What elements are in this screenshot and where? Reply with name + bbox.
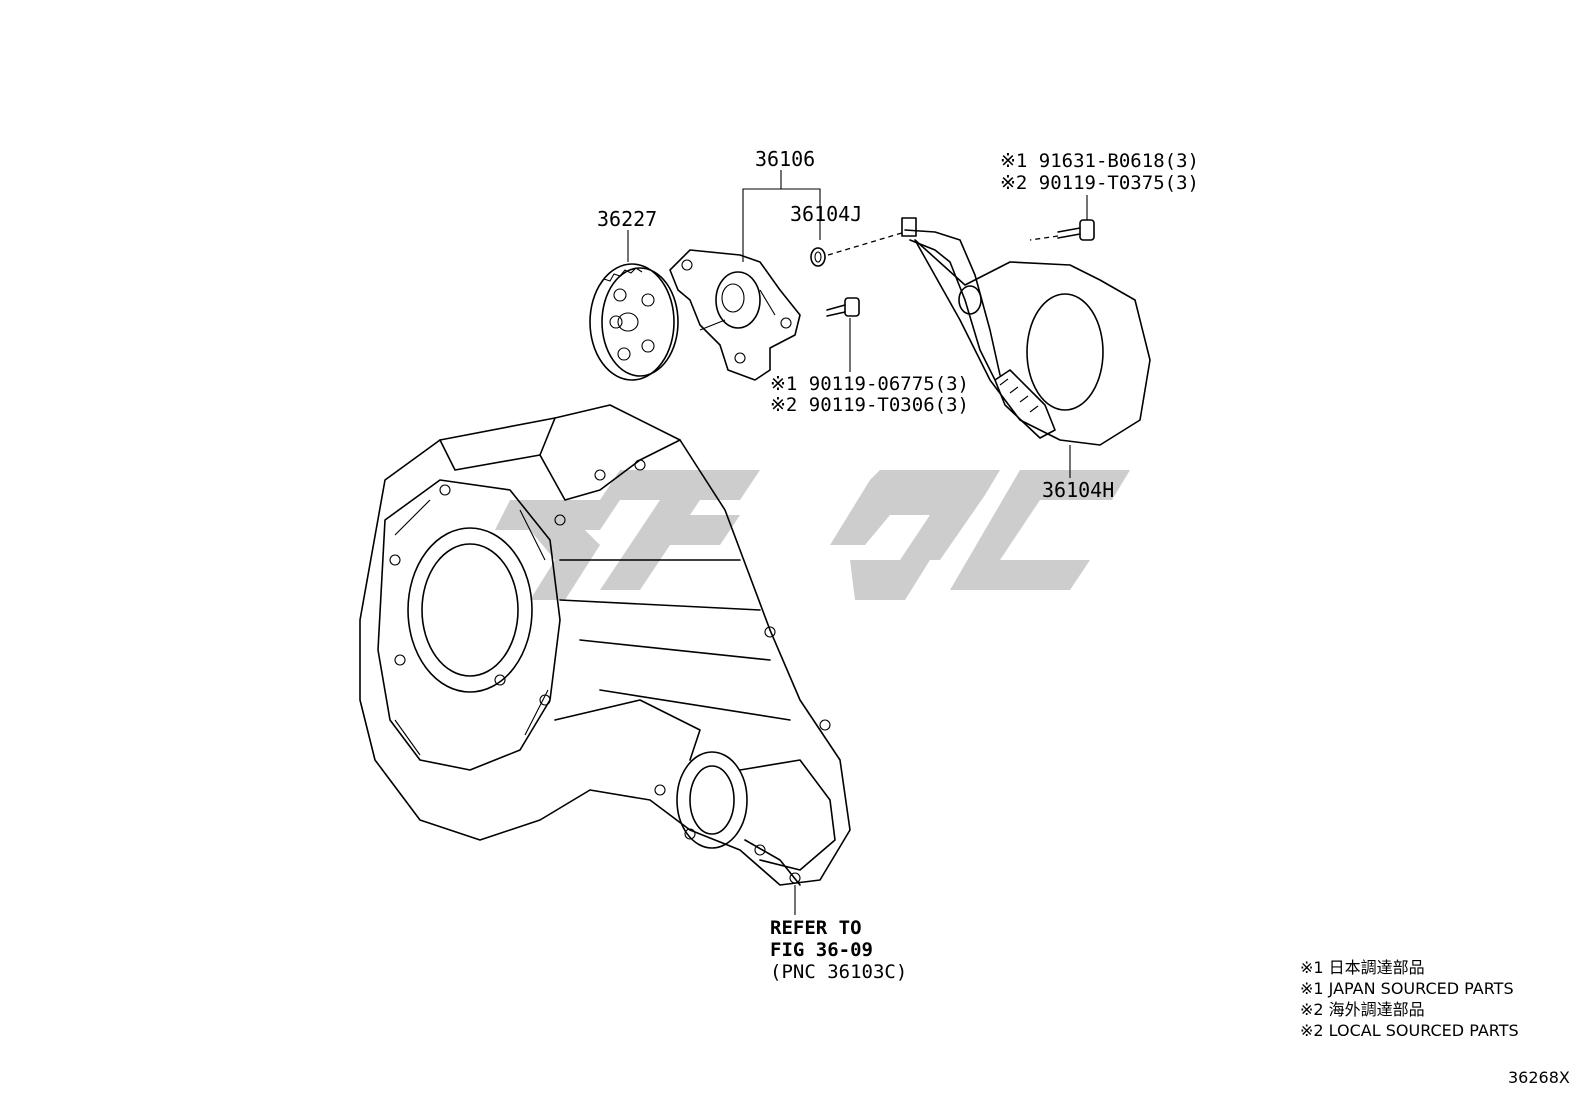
label-bolt-a-2: ※2 90119-T0306(3) [770,394,969,416]
label-36104j: 36104J [790,202,863,226]
label-36104h: 36104H [1042,478,1115,502]
label-bolt-a-1: ※1 90119-06775(3) [770,373,969,395]
washer-drawing [810,231,906,267]
legend-line-2: ※1 JAPAN SOURCED PARTS [1300,979,1514,998]
label-bolt-b-2: ※2 90119-T0375(3) [1000,172,1199,194]
refer-line-3: (PNC 36103C) [770,961,908,983]
watermark-logo [495,470,1130,600]
sensor-drawing [901,195,1151,478]
legend-line-3: ※2 海外調達部品 [1300,1000,1425,1019]
figure-number: 36268X [1508,1068,1570,1087]
label-36227: 36227 [597,207,658,231]
legend-line-4: ※2 LOCAL SOURCED PARTS [1300,1021,1519,1040]
refer-line-1: REFER TO [770,917,862,939]
bolt-drawing [826,297,860,372]
legend: ※1 日本調達部品 ※1 JAPAN SOURCED PARTS ※2 海外調達… [1300,957,1519,1041]
label-36106: 36106 [755,147,816,171]
oil-pump-drawing [669,170,821,381]
refer-line-2: FIG 36-09 [770,939,873,961]
transfer-case-drawing [359,404,851,886]
legend-line-1: ※1 日本調達部品 [1300,958,1425,977]
label-bolt-b-1: ※1 91631-B0618(3) [1000,150,1199,172]
gear-drawing [589,230,679,381]
